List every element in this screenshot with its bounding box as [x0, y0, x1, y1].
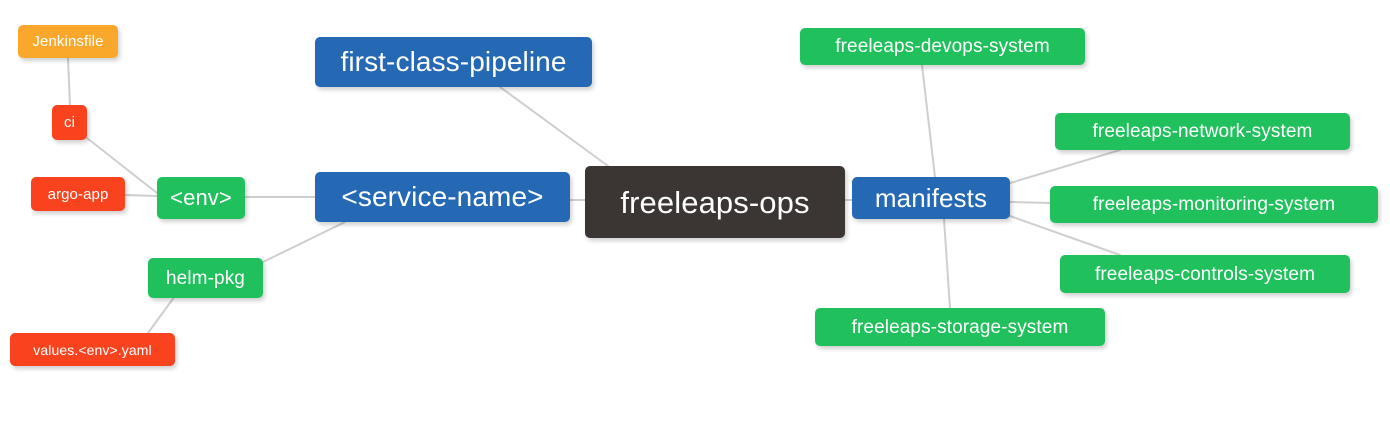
node-values-yaml[interactable]: values.<env>.yaml: [10, 333, 175, 366]
node-label-argo-app: argo-app: [47, 185, 109, 203]
edge-values-yaml-to-helm-pkg: [147, 295, 176, 334]
node-label-monitoring-system: freeleaps-monitoring-system: [1092, 194, 1336, 215]
edge-manifests-to-network-system: [1009, 149, 1121, 184]
edge-helm-pkg-to-service-name: [262, 221, 346, 263]
node-label-ci: ci: [63, 114, 76, 131]
node-helm-pkg[interactable]: helm-pkg: [148, 258, 263, 298]
node-label-network-system: freeleaps-network-system: [1092, 121, 1313, 142]
node-label-helm-pkg: helm-pkg: [166, 267, 245, 289]
node-label-values-yaml: values.<env>.yaml: [33, 341, 152, 358]
node-storage-system[interactable]: freeleaps-storage-system: [815, 308, 1105, 346]
node-jenkinsfile[interactable]: Jenkinsfile: [18, 25, 118, 58]
node-label-manifests: manifests: [874, 183, 988, 213]
edge-manifests-to-devops-system: [921, 64, 936, 178]
node-env[interactable]: <env>: [157, 177, 245, 219]
node-label-env: <env>: [170, 185, 232, 210]
node-label-first-class-pipeline: first-class-pipeline: [340, 46, 567, 77]
node-label-freeleaps-ops: freeleaps-ops: [620, 184, 810, 220]
node-argo-app[interactable]: argo-app: [31, 177, 125, 211]
node-label-jenkinsfile: Jenkinsfile: [32, 33, 104, 50]
node-first-class-pipeline[interactable]: first-class-pipeline: [315, 37, 592, 87]
node-controls-system[interactable]: freeleaps-controls-system: [1060, 255, 1350, 293]
node-service-name[interactable]: <service-name>: [315, 172, 570, 222]
node-label-service-name: <service-name>: [341, 181, 544, 212]
edge-argo-app-to-env: [124, 194, 158, 197]
node-freeleaps-ops[interactable]: freeleaps-ops: [585, 166, 845, 238]
edge-manifests-to-monitoring-system: [1009, 201, 1051, 204]
node-label-storage-system: freeleaps-storage-system: [851, 316, 1069, 338]
edge-jenkinsfile-to-ci: [67, 57, 71, 106]
node-label-controls-system: freeleaps-controls-system: [1094, 263, 1316, 285]
node-manifests[interactable]: manifests: [852, 177, 1010, 219]
node-network-system[interactable]: freeleaps-network-system: [1055, 113, 1350, 150]
node-monitoring-system[interactable]: freeleaps-monitoring-system: [1050, 186, 1378, 223]
node-ci[interactable]: ci: [52, 105, 87, 140]
node-label-devops-system: freeleaps-devops-system: [835, 36, 1050, 57]
edge-first-class-pipeline-to-freeleaps-ops: [499, 86, 609, 167]
node-devops-system[interactable]: freeleaps-devops-system: [800, 28, 1085, 65]
edge-manifests-to-storage-system: [943, 218, 951, 309]
